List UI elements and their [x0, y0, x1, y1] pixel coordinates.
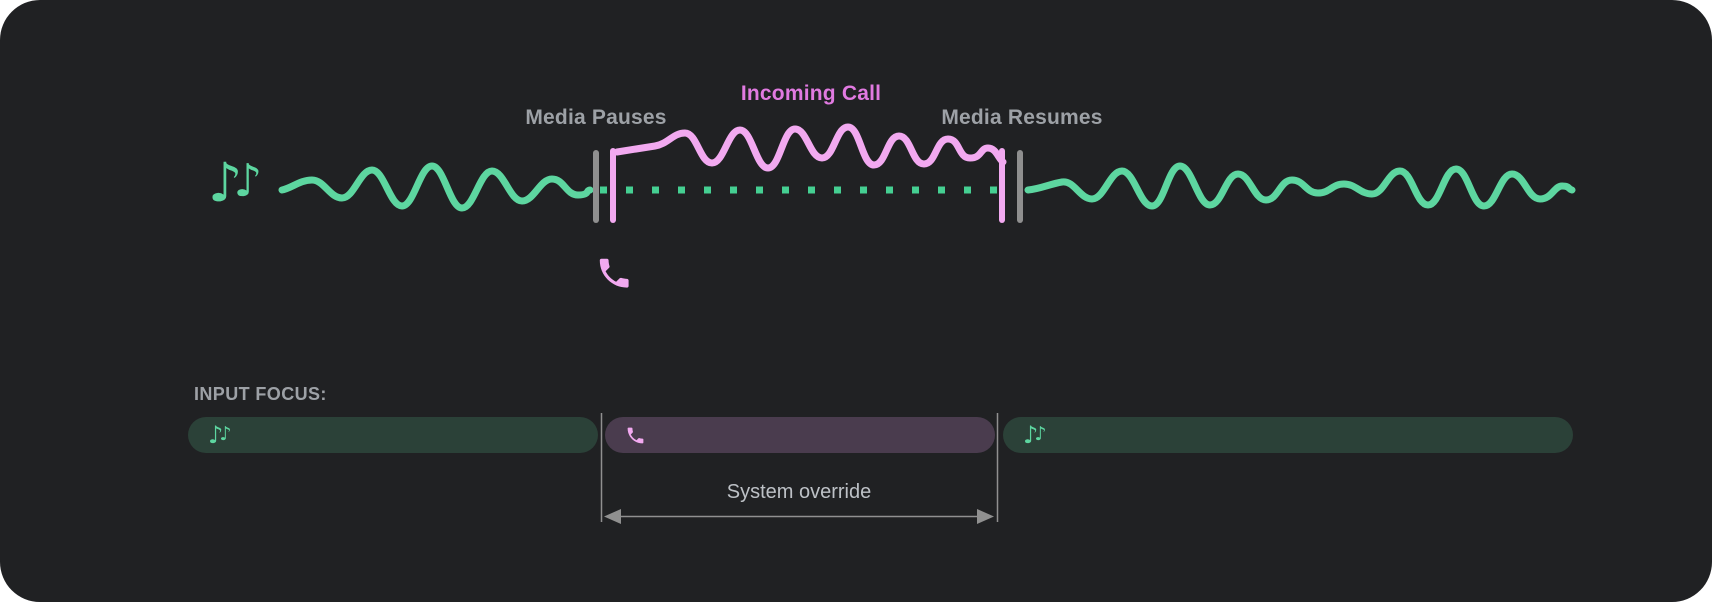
music-notes-icon: ♪ ♪	[208, 156, 262, 210]
phone-icon	[599, 258, 629, 288]
note-glyph: ♪	[1023, 421, 1039, 449]
input-focus-segment-call	[605, 417, 995, 453]
note-glyph: ♪	[208, 421, 224, 449]
input-focus-heading: INPUT FOCUS:	[194, 384, 327, 404]
override-span-arrow	[604, 509, 994, 524]
phone-icon	[627, 427, 644, 443]
media-waveform-before	[278, 162, 594, 212]
input-focus-segment-media-after: ♪ ♪	[1003, 417, 1573, 453]
note-glyph: ♪	[208, 151, 243, 214]
system-override-label: System override	[726, 481, 872, 503]
pause-marker-pink-bar	[610, 148, 616, 223]
resume-marker-gray-bar	[1017, 150, 1023, 223]
note-glyph: ♪	[219, 423, 232, 445]
music-notes-icon: ♪ ♪	[208, 423, 231, 447]
media-pauses-label: Media Pauses	[525, 106, 667, 129]
call-waveform	[613, 123, 1007, 172]
media-resumes-label: Media Resumes	[941, 106, 1103, 129]
resume-marker-pink-bar	[999, 148, 1005, 223]
input-focus-segment-media-before: ♪ ♪	[188, 417, 598, 453]
note-glyph: ♪	[1034, 423, 1047, 445]
note-glyph: ♪	[233, 154, 263, 207]
media-waveform-after	[1024, 162, 1576, 210]
incoming-call-label: Incoming Call	[740, 82, 882, 105]
pause-marker-gray-bar	[593, 150, 599, 223]
music-notes-icon: ♪ ♪	[1023, 423, 1046, 447]
